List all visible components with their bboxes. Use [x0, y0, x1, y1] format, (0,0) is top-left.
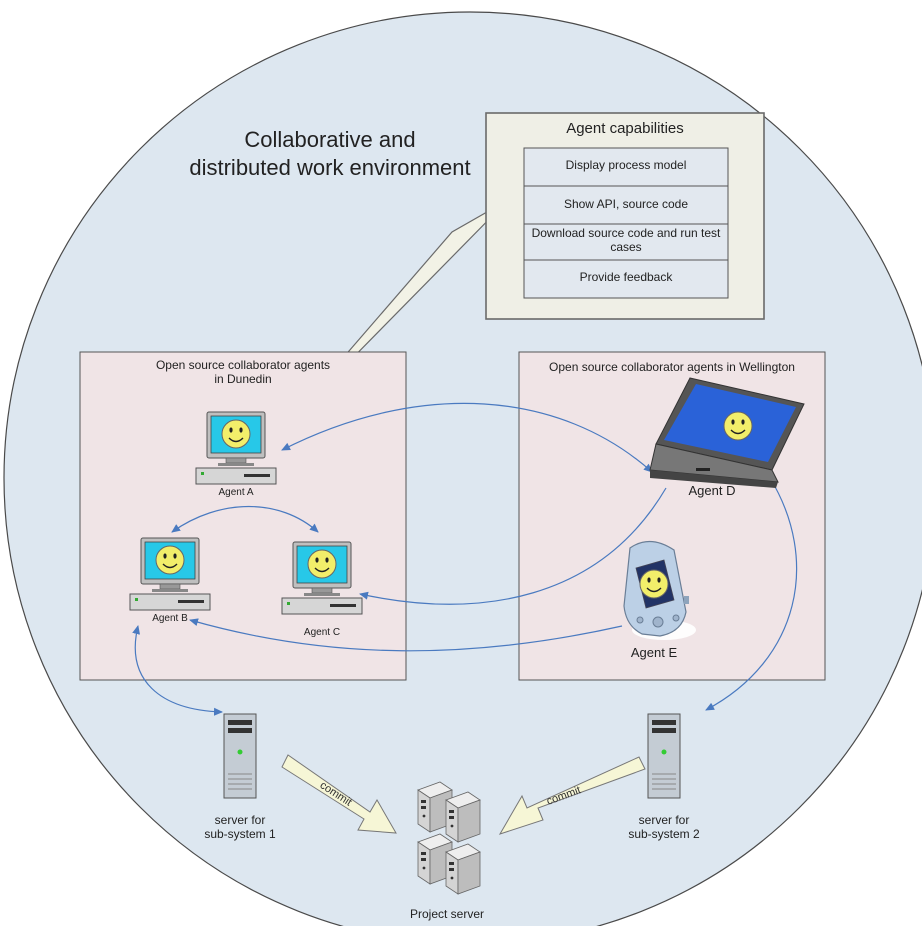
agent-d-laptop-icon [649, 377, 805, 488]
capability-row-4 [523, 259, 729, 299]
diagram-title: Collaborative and distributed work envir… [150, 126, 510, 182]
capability-item-1: Display process model [565, 158, 687, 172]
agent-e-label: Agent E [630, 645, 678, 660]
commit-arrow-left [281, 754, 397, 834]
dunedin-group-title: Open source collaborator agents in Duned… [155, 358, 331, 386]
connector-d-server2 [705, 477, 798, 711]
server-sub1-label-line1: server for [214, 813, 266, 827]
server-sub1-label: server for sub-system 1 [185, 813, 295, 842]
connector-b-c [171, 505, 319, 533]
capabilities-title: Agent capabilities [566, 120, 684, 137]
connector-a-d [281, 402, 653, 473]
capability-row-2 [523, 185, 729, 225]
agent-e-pda-icon [623, 540, 696, 640]
agent-b-label: Agent B [152, 613, 188, 624]
title-line-1: Collaborative and [244, 127, 416, 152]
wellington-group-title: Open source collaborator agents in Welli… [549, 360, 795, 374]
connector-b-server1 [132, 625, 223, 716]
server-sub1-tower-icon [223, 713, 257, 799]
agent-d-label: Agent D [688, 483, 736, 498]
server-sub2-label: server for sub-system 2 [609, 813, 719, 842]
title-line-2: distributed work environment [189, 155, 471, 180]
agent-a-monitor-icon [196, 412, 276, 484]
capability-item-2: Show API, source code [563, 197, 689, 211]
capability-row-1 [523, 147, 729, 187]
capability-item-4: Provide feedback [579, 270, 673, 284]
server-sub2-label-line1: server for [638, 813, 690, 827]
connector-b-e [189, 618, 623, 652]
agent-b-monitor-icon [130, 538, 210, 610]
server-sub2-label-line2: sub-system 2 [628, 826, 700, 841]
connector-c-d [359, 487, 667, 605]
project-server-label: Project server [409, 907, 485, 921]
agent-c-monitor-icon [282, 542, 362, 614]
server-sub1-label-line2: sub-system 1 [204, 826, 276, 841]
server-sub2-tower-icon [647, 713, 681, 799]
agent-c-label: Agent C [303, 627, 341, 638]
capability-item-3: Download source code and run test cases [531, 226, 721, 254]
agent-a-label: Agent A [218, 487, 254, 498]
commit-arrow-right [498, 756, 646, 835]
